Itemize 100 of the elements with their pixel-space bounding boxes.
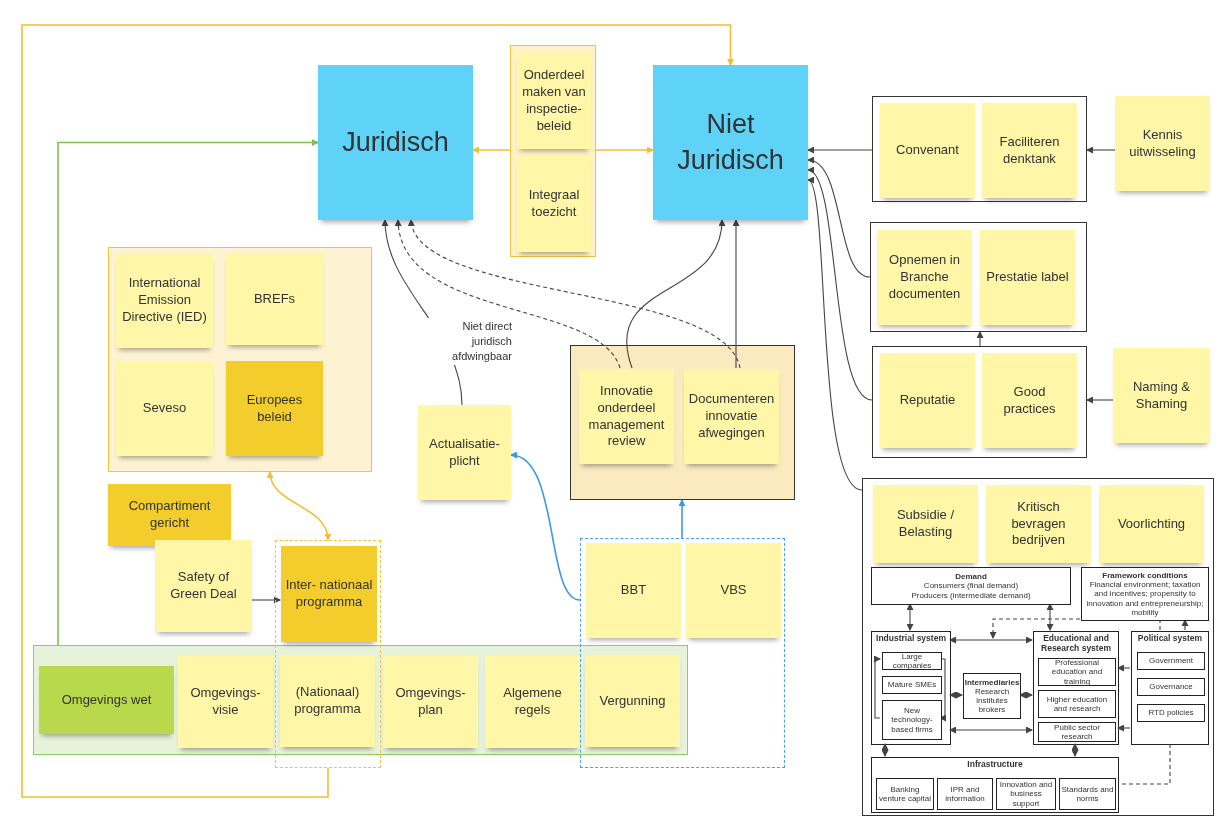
system-box xyxy=(871,757,1119,813)
system-box xyxy=(1033,631,1119,745)
sticky-note: Omgevings wet xyxy=(39,666,174,734)
sticky-note: Kritisch bevragen bedrijven xyxy=(986,485,1091,563)
arrow xyxy=(881,743,889,757)
box-title: Political system xyxy=(1136,634,1204,644)
sticky-note: Compartiment gericht xyxy=(108,484,231,546)
sticky-note: Integraal toezicht xyxy=(517,156,591,252)
arrow xyxy=(267,471,331,541)
sticky-note: Omgevings- visie xyxy=(178,656,273,748)
dashed-arrow xyxy=(409,219,741,369)
system-box: Framework conditions Financial environment; taxation and incentives; propensity to innovation and entrepreneurship; mobility xyxy=(1081,567,1209,621)
sticky-note: Seveso xyxy=(116,361,213,456)
system-box xyxy=(1131,631,1209,745)
group-frame xyxy=(108,247,372,472)
sticky-note: Subsidie / Belasting xyxy=(873,485,978,563)
system-box: RTD policies xyxy=(1137,704,1205,722)
sticky-note: Prestatie label xyxy=(980,230,1075,325)
sticky-note: Good practices xyxy=(982,353,1077,448)
group-frame xyxy=(870,222,1087,332)
dashed-arrow xyxy=(989,618,1161,639)
sticky-note: VBS xyxy=(686,543,781,638)
arrow xyxy=(626,219,725,369)
arrow xyxy=(510,453,581,601)
arrow xyxy=(976,331,984,347)
sticky-note: Algemene regels xyxy=(485,656,580,748)
system-box: Intermediaries Research institutes brokers xyxy=(963,673,1021,719)
system-box: Public sector research xyxy=(1038,722,1116,742)
arrow xyxy=(1086,146,1116,154)
sticky-note: Niet Juridisch xyxy=(653,65,808,220)
sticky-note: Faciliteren denktank xyxy=(982,103,1077,198)
arrow xyxy=(1046,603,1054,631)
system-box: IPR and information xyxy=(937,778,993,810)
arrow xyxy=(1181,619,1189,631)
arrow xyxy=(807,169,873,401)
box-title: Infrastructure xyxy=(966,760,1024,770)
arrow xyxy=(949,636,1033,644)
system-box: Demand Consumers (final demand) Producers (intermediate demand) xyxy=(871,567,1071,605)
arrow xyxy=(678,499,686,539)
arrow xyxy=(21,24,734,798)
sticky-note: BBT xyxy=(586,543,681,638)
sticky-note: Europees beleid xyxy=(226,361,323,456)
edge-label: Niet direct juridisch afdwingbaar xyxy=(424,318,514,365)
sticky-note: BREFs xyxy=(226,253,323,345)
arrow xyxy=(57,139,319,646)
group-frame xyxy=(872,96,1087,202)
system-box: Mature SMEs xyxy=(882,676,942,694)
sticky-note: Safety of Green Deal xyxy=(155,540,252,632)
system-box: Governance xyxy=(1137,678,1205,696)
arrow xyxy=(1071,743,1079,757)
sticky-note: International Emission Directive (IED) xyxy=(116,253,213,348)
sticky-note: Opnemen in Branche documenten xyxy=(877,230,972,325)
sticky-note: Onderdeel maken van inspectie- beleid xyxy=(517,53,591,149)
arrow xyxy=(906,603,914,631)
box-title: Industrial system xyxy=(875,634,947,644)
arrow xyxy=(949,691,963,699)
sticky-note: Innovatie onderdeel management review xyxy=(579,369,674,464)
arrow xyxy=(807,179,863,491)
sticky-note: Inter- nationaal programma xyxy=(281,546,377,642)
arrow xyxy=(732,219,740,369)
system-box: Innovation and business support xyxy=(996,778,1056,810)
dashed-group-frame xyxy=(580,538,785,768)
arrow xyxy=(1086,396,1114,404)
dashed-arrow xyxy=(395,219,621,369)
sticky-note: Omgevings- plan xyxy=(383,656,478,748)
arrow xyxy=(939,658,946,722)
sticky-note: Naming & Shaming xyxy=(1113,348,1210,443)
sticky-note: Reputatie xyxy=(880,353,975,448)
sticky-note: Kennis uitwisseling xyxy=(1115,96,1210,191)
sticky-note: (Nationaal) programma xyxy=(280,655,375,747)
arrow xyxy=(949,726,1033,734)
arrow xyxy=(382,219,463,406)
sticky-note: Vergunning xyxy=(585,655,680,747)
system-box: New technology-based firms xyxy=(882,700,942,740)
arrow xyxy=(807,146,873,154)
arrow xyxy=(251,596,281,604)
system-box: Government xyxy=(1137,652,1205,670)
group-frame xyxy=(862,478,1214,816)
group-frame xyxy=(510,45,596,257)
group-frame xyxy=(872,346,1087,458)
arrow xyxy=(595,146,654,154)
sticky-note: Actualisatie- plicht xyxy=(418,405,511,500)
box-title: Educational and Research system xyxy=(1040,634,1112,654)
system-box: Professional education and training xyxy=(1038,658,1116,686)
sticky-note: Voorlichting xyxy=(1099,485,1204,563)
arrow xyxy=(1019,691,1033,699)
group-frame xyxy=(570,345,795,500)
system-box xyxy=(871,631,951,745)
arrow xyxy=(807,158,871,278)
sticky-note: Juridisch xyxy=(318,65,473,220)
arrow xyxy=(1117,664,1131,672)
arrow xyxy=(472,146,511,154)
arrow xyxy=(874,655,881,719)
system-box: Large companies xyxy=(882,652,942,670)
sticky-note: Documenteren innovatie afwegingen xyxy=(684,369,779,464)
arrow xyxy=(1117,724,1131,732)
sticky-note: Convenant xyxy=(880,103,975,198)
system-box: Higher education and research xyxy=(1038,690,1116,718)
system-box: Banking venture capital xyxy=(876,778,934,810)
system-box: Standards and norms xyxy=(1059,778,1116,810)
